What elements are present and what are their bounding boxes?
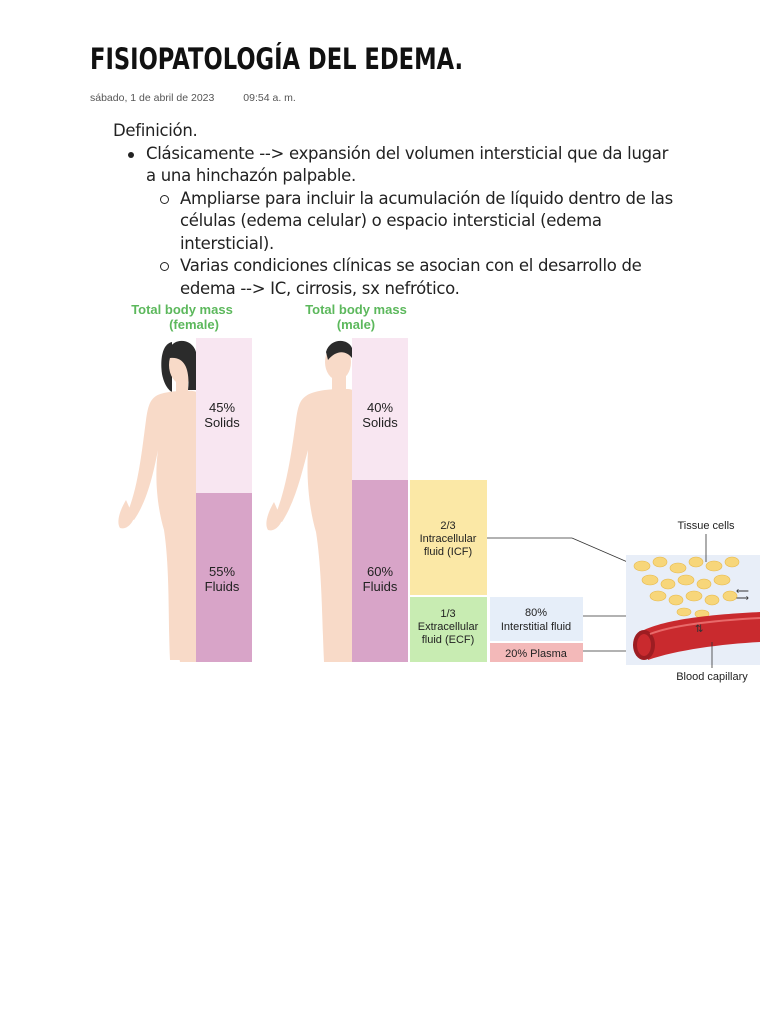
icf-box <box>410 480 487 595</box>
icf-line1: Intracellular <box>420 533 477 545</box>
female-title-line2: (female) <box>169 317 219 332</box>
page-time: 09:54 a. m. <box>243 92 296 104</box>
bullet-list: Clásicamente --> expansión del volumen i… <box>113 143 673 301</box>
male-solids-label: Solids <box>362 415 398 430</box>
section-heading: Definición. <box>113 121 198 140</box>
tissue-capillary-illustration: ⟵ ⟶ ⇅ <box>626 555 760 665</box>
male-figure-illustration <box>266 340 352 662</box>
svg-text:⟶: ⟶ <box>736 593 749 603</box>
sub-bullet-item: Ampliarse para incluir la acumulación de… <box>113 188 673 256</box>
body-fluid-diagram: Total body mass (female) Total body mass… <box>118 302 760 683</box>
svg-text:⇅: ⇅ <box>695 624 703 635</box>
body-fluid-figure: Total body mass (female) Total body mass… <box>110 300 760 690</box>
female-fluids-bar <box>196 493 252 662</box>
bullet-item: Clásicamente --> expansión del volumen i… <box>113 143 673 188</box>
page-date: sábado, 1 de abril de 2023 <box>90 92 215 104</box>
female-solids-pct: 45% <box>209 400 235 415</box>
male-solids-bar <box>352 338 408 480</box>
tissue-cells-label: Tissue cells <box>677 520 735 532</box>
ecf-fraction: 1/3 <box>440 608 455 620</box>
icf-line2: fluid (ICF) <box>424 546 472 558</box>
male-fluids-pct: 60% <box>367 564 393 579</box>
blood-capillary-label: Blood capillary <box>676 671 748 683</box>
bullet-text: Clásicamente --> expansión del volumen i… <box>146 143 669 186</box>
page-title: Fisiopatología del edema. <box>90 42 464 76</box>
sub-bullet-text: Varias condiciones clínicas se asocian c… <box>180 256 642 298</box>
interstitial-box <box>490 597 583 641</box>
svg-text:⟵: ⟵ <box>736 586 749 596</box>
interstitial-label: Interstitial fluid <box>501 621 571 633</box>
page-meta: sábado, 1 de abril de 2023 09:54 a. m. <box>90 92 296 104</box>
male-solids-pct: 40% <box>367 400 393 415</box>
ecf-box <box>410 597 487 662</box>
male-fluids-bar <box>352 480 408 662</box>
sub-bullet-item: Varias condiciones clínicas se asocian c… <box>113 255 673 300</box>
ecf-line2: fluid (ECF) <box>422 634 475 646</box>
male-title-line2: (male) <box>337 317 375 332</box>
female-fluids-label: Fluids <box>205 579 240 594</box>
note-body: Definición. Clásicamente --> expansión d… <box>113 120 673 300</box>
icf-fraction: 2/3 <box>440 520 455 532</box>
female-solids-label: Solids <box>204 415 240 430</box>
sub-bullet-text: Ampliarse para incluir la acumulación de… <box>180 188 673 253</box>
male-title-line1: Total body mass <box>305 302 407 317</box>
female-fluids-pct: 55% <box>209 564 235 579</box>
plasma-box <box>490 643 583 662</box>
male-fluids-label: Fluids <box>363 579 398 594</box>
female-figure-illustration <box>118 340 196 662</box>
female-solids-bar <box>196 338 252 493</box>
plasma-label: 20% Plasma <box>505 648 568 660</box>
ecf-line1: Extracellular <box>418 621 479 633</box>
female-title-line1: Total body mass <box>131 302 233 317</box>
interstitial-pct: 80% <box>525 607 547 619</box>
